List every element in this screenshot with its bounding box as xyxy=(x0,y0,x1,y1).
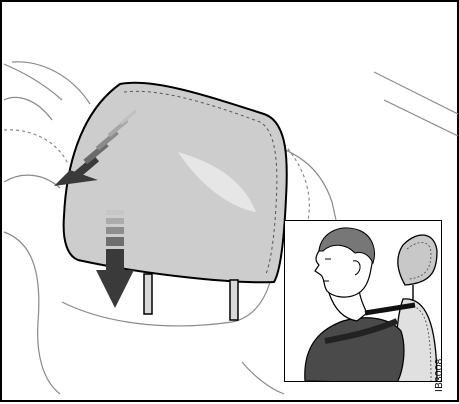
figure-code: IB3008 xyxy=(434,359,445,393)
headrest-body xyxy=(64,83,287,283)
seated-driver-headrest-inset xyxy=(284,220,442,382)
